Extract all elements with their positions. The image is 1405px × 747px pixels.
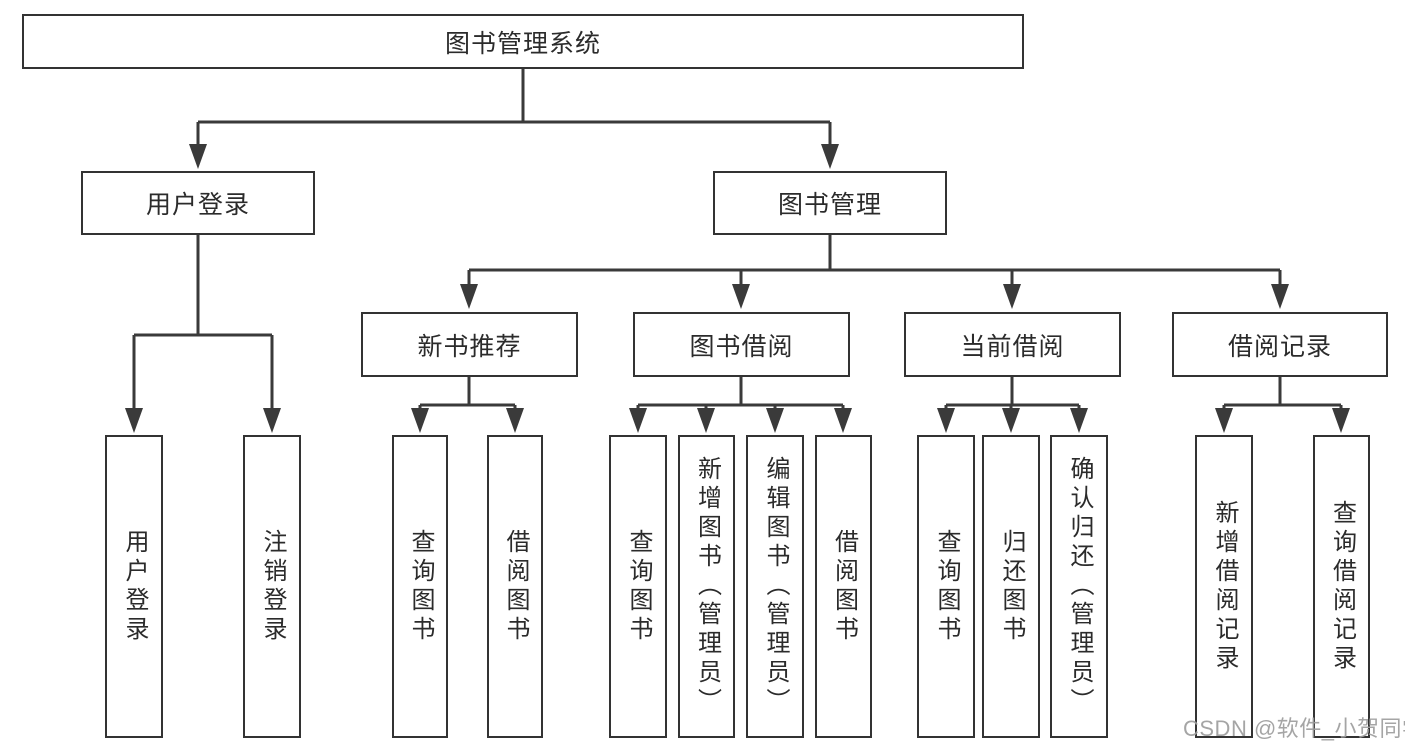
connector-book-borrow-subtree	[636, 377, 845, 412]
node-user-login: 用户登录	[81, 171, 315, 235]
leaf-borrow-books: 借阅图书	[487, 435, 543, 738]
node-label: 查询图书	[933, 528, 960, 645]
node-book-management: 图书管理	[713, 171, 947, 235]
csdn-watermark: CSDN @软件_小贺同学	[1183, 716, 1405, 741]
arrowhead-icon	[460, 284, 478, 309]
node-label: 借阅图书	[502, 528, 529, 645]
node-label: 用户登录	[145, 191, 250, 219]
connector-book-mgmt-to-level3	[467, 235, 1282, 290]
connector-current-borrow-subtree	[944, 377, 1081, 412]
arrowhead-icon	[1271, 284, 1289, 309]
arrowhead-icon	[834, 408, 852, 433]
node-label: 查询图书	[407, 528, 434, 645]
node-label: 借阅图书	[830, 528, 858, 645]
arrowheads	[125, 144, 1350, 433]
node-label: 当前借阅	[960, 332, 1065, 361]
node-new-book-recommend: 新书推荐	[361, 312, 578, 377]
arrowhead-icon	[766, 408, 784, 433]
node-label: 新增借阅记录	[1211, 499, 1238, 674]
node-label: 查询图书	[625, 528, 652, 645]
arrowhead-icon	[1003, 284, 1021, 309]
node-label: 查询借阅记录	[1328, 499, 1356, 674]
arrowhead-icon	[821, 144, 839, 169]
node-label: 用户登录	[121, 528, 148, 645]
node-label: 借阅记录	[1227, 332, 1332, 361]
arrowhead-icon	[1215, 408, 1233, 433]
leaf-query-books: 查询图书	[917, 435, 975, 738]
leaf-return-books: 归还图书	[982, 435, 1040, 738]
leaf-edit-books-admin: 编辑图书（管理员）	[746, 435, 804, 738]
node-label: 编辑图书（管理员）	[762, 456, 789, 717]
arrowhead-icon	[629, 408, 647, 433]
node-label: 新书推荐	[417, 332, 522, 361]
leaf-query-books: 查询图书	[392, 435, 448, 738]
node-label: 确认归还（管理员）	[1066, 456, 1093, 717]
node-label: 归还图书	[998, 528, 1025, 645]
connector-user-login-subtree	[132, 235, 274, 412]
node-label: 注销登录	[259, 528, 286, 645]
arrowhead-icon	[263, 408, 281, 433]
arrowhead-icon	[697, 408, 715, 433]
arrowhead-icon	[732, 284, 750, 309]
arrowhead-icon	[506, 408, 524, 433]
leaf-add-books-admin: 新增图书（管理员）	[678, 435, 735, 738]
arrowhead-icon	[1002, 408, 1020, 433]
leaf-query-borrow-record: 查询借阅记录	[1313, 435, 1370, 738]
arrowhead-icon	[937, 408, 955, 433]
arrowhead-icon	[1332, 408, 1350, 433]
arrowhead-icon	[411, 408, 429, 433]
node-root-system: 图书管理系统	[22, 14, 1024, 69]
arrowhead-icon	[125, 408, 143, 433]
node-book-borrow: 图书借阅	[633, 312, 850, 377]
leaf-add-borrow-record: 新增借阅记录	[1195, 435, 1253, 738]
leaf-confirm-return-admin: 确认归还（管理员）	[1050, 435, 1108, 738]
leaf-user-login: 用户登录	[105, 435, 163, 738]
connector-root-to-level2	[196, 69, 832, 150]
connector-new-books-subtree	[418, 377, 517, 412]
arrowhead-icon	[189, 144, 207, 169]
node-borrow-records: 借阅记录	[1172, 312, 1388, 377]
arrowhead-icon	[1070, 408, 1088, 433]
node-label: 图书借阅	[689, 332, 794, 361]
node-label: 图书管理	[777, 191, 882, 219]
leaf-logout: 注销登录	[243, 435, 301, 738]
node-label: 图书管理系统	[444, 29, 601, 58]
node-label: 新增图书（管理员）	[693, 456, 721, 717]
node-current-borrow: 当前借阅	[904, 312, 1121, 377]
leaf-query-books: 查询图书	[609, 435, 667, 738]
connector-borrow-records-subtree	[1222, 377, 1343, 412]
leaf-borrow-books: 借阅图书	[815, 435, 872, 738]
